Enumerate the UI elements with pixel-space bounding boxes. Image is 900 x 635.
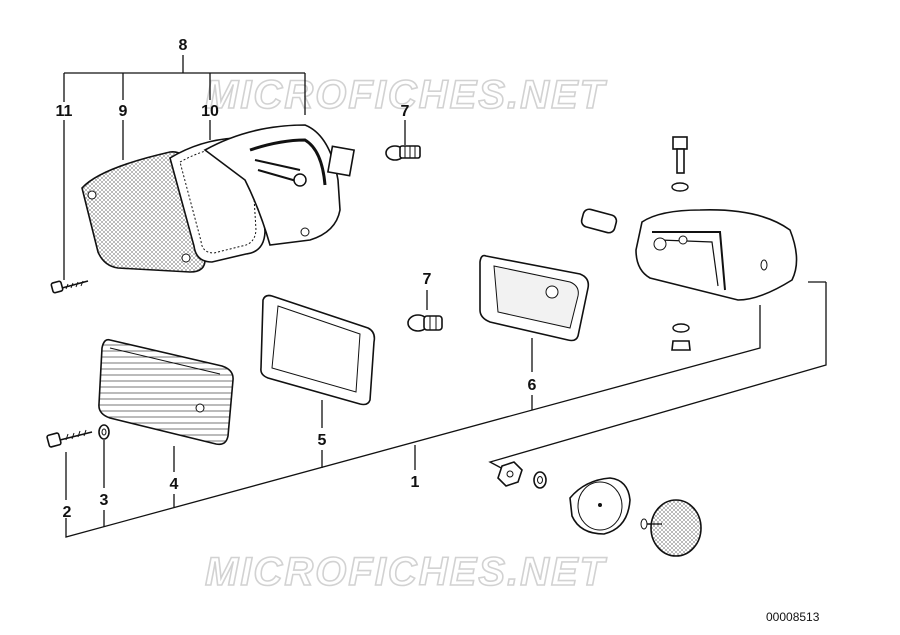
bulb-part-7-top bbox=[385, 145, 421, 161]
lens-part-9 bbox=[81, 151, 206, 273]
callout-2: 2 bbox=[63, 504, 72, 521]
callout-labels: 1 2 3 4 5 6 7 7 8 9 10 11 bbox=[56, 37, 537, 521]
lamp-housing-right bbox=[580, 136, 798, 351]
screw-part-11 bbox=[50, 280, 89, 294]
reflector-part-4 bbox=[98, 338, 234, 446]
callout-10: 10 bbox=[201, 103, 219, 120]
callout-4: 4 bbox=[170, 476, 179, 493]
callout-1: 1 bbox=[411, 474, 420, 491]
rear-reflector-assembly bbox=[497, 461, 702, 557]
callout-8: 8 bbox=[179, 37, 188, 54]
washer-part-3 bbox=[98, 424, 110, 440]
callout-6: 6 bbox=[528, 377, 537, 394]
callout-7-top: 7 bbox=[401, 103, 410, 120]
watermark-bottom: MICROFICHES.NET bbox=[205, 550, 608, 594]
screw-part-2 bbox=[46, 429, 93, 448]
callout-11: 11 bbox=[56, 103, 73, 120]
watermark-top: MICROFICHES.NET bbox=[205, 73, 608, 117]
callout-7-middle: 7 bbox=[423, 271, 432, 288]
frame-part-6 bbox=[479, 254, 590, 342]
callout-3: 3 bbox=[100, 492, 109, 509]
leader-lines bbox=[63, 55, 827, 538]
diagram-code: 00008513 bbox=[766, 610, 820, 624]
callout-5: 5 bbox=[318, 432, 327, 449]
gasket-part-5 bbox=[260, 294, 376, 406]
lamp-housing-top bbox=[203, 124, 356, 246]
bulb-part-7-middle bbox=[407, 314, 443, 332]
callout-9: 9 bbox=[119, 103, 128, 120]
